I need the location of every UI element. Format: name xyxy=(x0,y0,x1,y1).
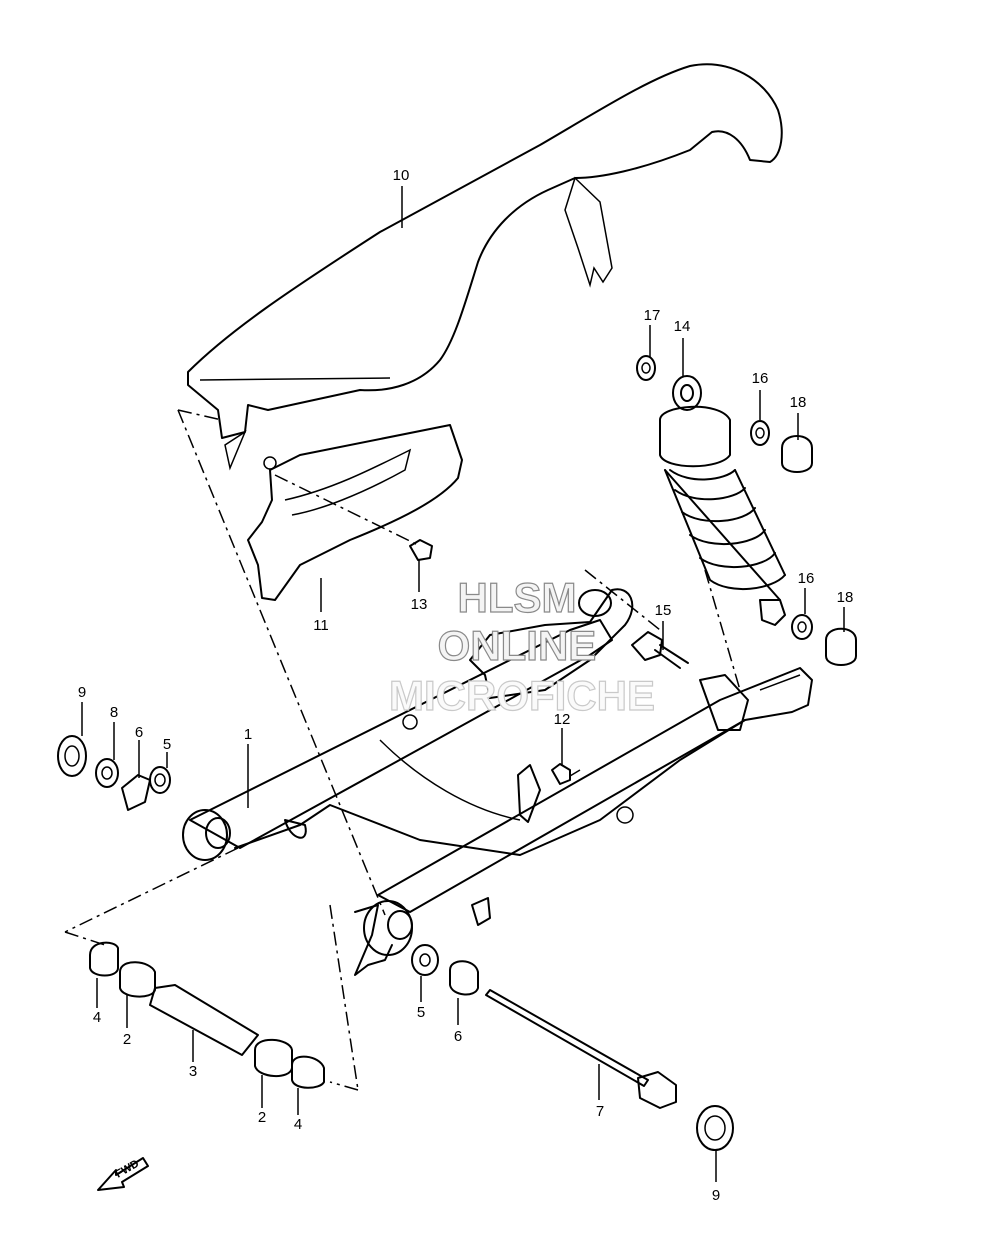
washer-part[interactable] xyxy=(750,420,770,446)
bushing-part[interactable] xyxy=(89,941,119,977)
callout-18: 18 xyxy=(790,394,807,411)
callout-4: 4 xyxy=(93,1009,101,1026)
fwd-label: FWD xyxy=(114,1158,142,1181)
washer-part[interactable] xyxy=(791,614,813,640)
bushing-part[interactable] xyxy=(291,1055,325,1089)
callout-2: 2 xyxy=(123,1031,131,1048)
callouts: 10 11 13 17 14 16 18 16 18 15 12 1 9 8 6… xyxy=(78,167,854,1204)
callout-5: 5 xyxy=(417,1004,425,1021)
washer-part[interactable] xyxy=(411,944,439,976)
spacer-part[interactable] xyxy=(449,960,479,996)
watermark: HLSM ONLINE MICROFICHE xyxy=(388,573,655,719)
watermark-line-2: ONLINE xyxy=(438,622,597,669)
callout-6: 6 xyxy=(454,1028,462,1045)
cap-nut-part[interactable] xyxy=(781,435,813,473)
callout-16: 16 xyxy=(798,570,815,587)
needle-bearing-part[interactable] xyxy=(254,1038,293,1077)
spacer-part[interactable] xyxy=(149,984,259,1056)
washer-part[interactable] xyxy=(636,355,656,381)
shock-absorber-part[interactable] xyxy=(659,375,786,626)
callout-5: 5 xyxy=(163,736,171,753)
dust-seal-part[interactable] xyxy=(57,735,87,777)
callout-16: 16 xyxy=(752,370,769,387)
cap-nut-part[interactable] xyxy=(825,627,857,666)
callout-13: 13 xyxy=(411,596,428,613)
needle-bearing-part[interactable] xyxy=(119,961,156,998)
bolt-part[interactable] xyxy=(631,631,689,669)
bolt-part[interactable] xyxy=(409,539,433,561)
callout-3: 3 xyxy=(189,1063,197,1080)
fwd-arrow-icon: FWD xyxy=(97,1157,149,1191)
callout-1: 1 xyxy=(244,726,252,743)
callout-9: 9 xyxy=(712,1187,720,1204)
swing-arm-part[interactable] xyxy=(182,588,813,976)
callout-2: 2 xyxy=(258,1109,266,1126)
watermark-line-3: MICROFICHE xyxy=(389,672,655,719)
pivot-shaft-part[interactable] xyxy=(485,989,677,1109)
callout-12: 12 xyxy=(554,711,571,728)
watermark-line-1: HLSM xyxy=(458,574,577,621)
chain-guard-part[interactable] xyxy=(247,424,463,601)
bolt-part[interactable] xyxy=(551,763,581,785)
callout-4: 4 xyxy=(294,1116,302,1133)
cap-part[interactable] xyxy=(696,1105,734,1151)
callout-8: 8 xyxy=(110,704,118,721)
spacer-part[interactable] xyxy=(121,774,151,811)
nut-part[interactable] xyxy=(95,758,119,788)
callout-7: 7 xyxy=(596,1103,604,1120)
callout-10: 10 xyxy=(393,167,410,184)
callout-11: 11 xyxy=(313,617,329,634)
leader-lines xyxy=(81,186,845,1182)
chain-case-part[interactable] xyxy=(187,63,783,471)
callout-14: 14 xyxy=(674,318,691,335)
alignment-lines xyxy=(64,409,741,1091)
washer-part[interactable] xyxy=(149,766,171,794)
callout-9: 9 xyxy=(78,684,86,701)
callout-15: 15 xyxy=(655,602,672,619)
callout-6: 6 xyxy=(135,724,143,741)
callout-18: 18 xyxy=(837,589,854,606)
callout-17: 17 xyxy=(644,307,661,324)
